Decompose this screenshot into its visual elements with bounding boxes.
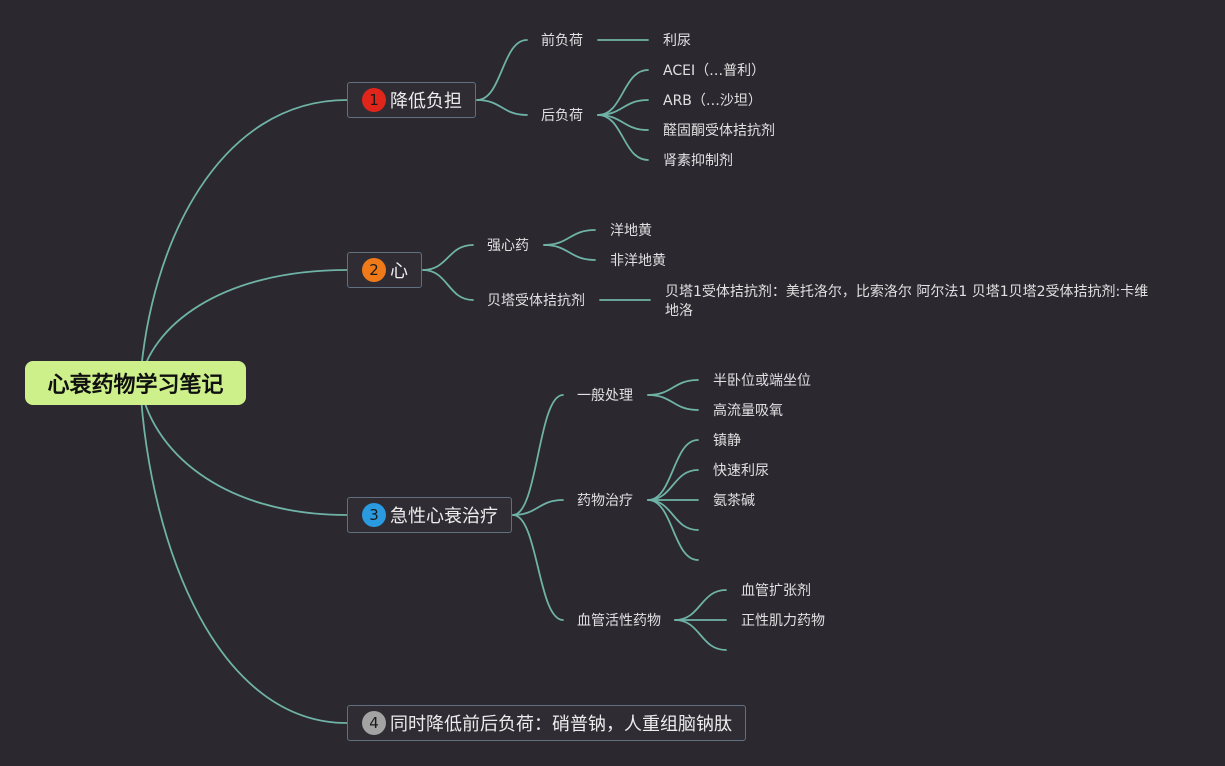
connector-general-oxygen	[647, 394, 699, 411]
connector-b1-preload	[476, 39, 528, 101]
root-connector-3	[139, 382, 348, 516]
topic-vasoactive[interactable]: 血管活性药物	[577, 613, 661, 629]
topic-diuretic[interactable]: 利尿	[663, 33, 691, 49]
branch-reduce-pre-afterload[interactable]: 4 同时降低前后负荷：硝普钠，人重组脑钠肽	[347, 705, 746, 741]
priority-3-icon: 3	[362, 503, 386, 527]
topic-arb[interactable]: ARB（…沙坦）	[663, 93, 762, 109]
topic-acei[interactable]: ACEI（…普利）	[663, 63, 766, 79]
branch-label: 同时降低前后负荷：硝普钠，人重组脑钠肽	[390, 714, 732, 735]
topic-aminophylline[interactable]: 氨茶碱	[713, 493, 755, 509]
topic-general-care[interactable]: 一般处理	[577, 388, 633, 404]
branch-label: 心	[390, 261, 408, 282]
connector-drug-diuresis	[647, 469, 699, 501]
connector-drug-sedation	[647, 439, 699, 501]
connector-general-semi	[647, 379, 699, 396]
topic-aldosterone-antagonist[interactable]: 醛固酮受体拮抗剂	[663, 123, 775, 139]
connector-b3-vasoactive	[512, 514, 564, 621]
branch-label: 降低负担	[390, 91, 462, 112]
connector-inotropic-digitalis	[543, 229, 596, 246]
connector-drug-blank-2	[647, 499, 699, 561]
topic-vasodilator[interactable]: 血管扩张剂	[741, 583, 811, 599]
topic-preload[interactable]: 前负荷	[541, 33, 583, 49]
topic-inotropic[interactable]: 强心药	[487, 238, 529, 254]
topic-afterload[interactable]: 后负荷	[541, 108, 583, 124]
topic-renin-inhibitor[interactable]: 肾素抑制剂	[663, 153, 733, 169]
topic-beta-blocker-detail[interactable]: 贝塔1受体拮抗剂：美托洛尔，比索洛尔 阿尔法1 贝塔1贝塔2受体拮抗剂:卡维地洛	[665, 284, 1149, 319]
root-connector-1	[139, 99, 348, 384]
connector-afterload-renin	[597, 114, 649, 161]
connector-b2-inotropic	[422, 244, 474, 271]
topic-semi-recumbent[interactable]: 半卧位或端坐位	[713, 373, 811, 389]
topic-rapid-diuresis[interactable]: 快速利尿	[713, 463, 769, 479]
topic-non-digitalis[interactable]: 非洋地黄	[610, 253, 666, 269]
connector-b2-beta	[422, 269, 474, 301]
branch-heart[interactable]: 2 心	[347, 252, 422, 288]
branch-acute-hf[interactable]: 3 急性心衰治疗	[347, 497, 512, 533]
connector-b3-drug	[512, 499, 564, 516]
connector-inotropic-nondigitalis	[543, 244, 596, 261]
topic-digitalis[interactable]: 洋地黄	[610, 223, 652, 239]
root-topic[interactable]: 心衰药物学习笔记	[25, 361, 246, 405]
connector-vaso-dilator	[674, 589, 727, 621]
topic-high-flow-oxygen[interactable]: 高流量吸氧	[713, 403, 783, 419]
root-connector-4	[139, 382, 348, 724]
connector-vaso-blank	[674, 619, 727, 651]
branch-reduce-load[interactable]: 1 降低负担	[347, 82, 476, 118]
topic-beta-blocker[interactable]: 贝塔受体拮抗剂	[487, 293, 585, 309]
priority-1-icon: 1	[362, 88, 386, 112]
priority-4-icon: 4	[362, 711, 386, 735]
connector-b3-general	[512, 394, 564, 516]
connector-drug-blank-1	[647, 499, 699, 531]
root-topic-label: 心衰药物学习笔记	[47, 373, 224, 398]
priority-2-icon: 2	[362, 258, 386, 282]
topic-drug-therapy[interactable]: 药物治疗	[577, 493, 633, 509]
topic-positive-inotrope[interactable]: 正性肌力药物	[741, 613, 825, 629]
branch-label: 急性心衰治疗	[390, 506, 498, 527]
connector-b1-afterload	[476, 99, 528, 116]
topic-sedation[interactable]: 镇静	[713, 433, 741, 449]
